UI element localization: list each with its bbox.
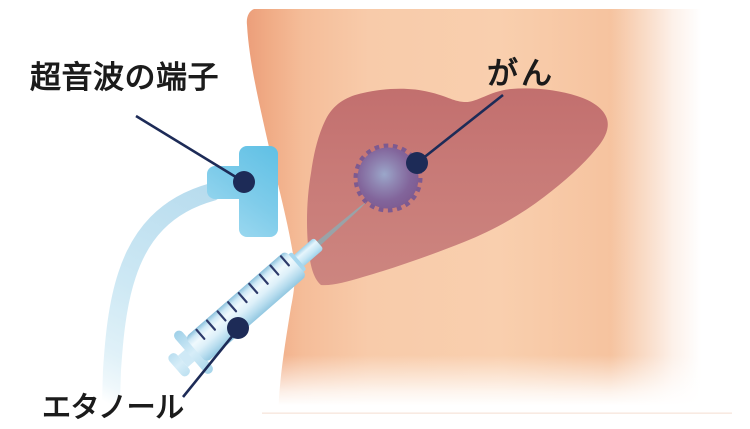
syringe-plunger-cap [168,353,190,377]
callout-ethanol [181,317,249,398]
callout-line-ethanol [181,328,240,398]
tumor-body [357,147,419,209]
label-cancer: がん [487,56,555,92]
tumor-serration [353,143,423,213]
syringe-flange [174,330,213,374]
liver-shape [307,88,608,286]
callout-dot-cancer [406,152,428,174]
syringe-barrel [186,252,305,361]
callout-line-cancer [416,93,504,165]
label-ultrasound-probe: 超音波の端子 [30,60,219,96]
syringe [168,202,367,377]
probe-cable [102,183,221,411]
syringe-needle [316,202,367,246]
bottom-hairline [262,412,732,414]
callout-cancer [406,93,504,174]
callout-dot-probe [233,171,255,193]
callout-line-probe [135,114,245,184]
syringe-nozzle [293,238,323,267]
callout-ultrasound-probe [135,114,255,193]
probe-body [239,146,278,237]
label-ethanol: エタノール [42,390,184,424]
fade-bottom [232,355,750,429]
syringe-graduation-marks [195,255,290,340]
callout-dot-ethanol [227,317,249,339]
syringe-plunger-rod [177,348,197,368]
tumor-shape [353,143,423,213]
